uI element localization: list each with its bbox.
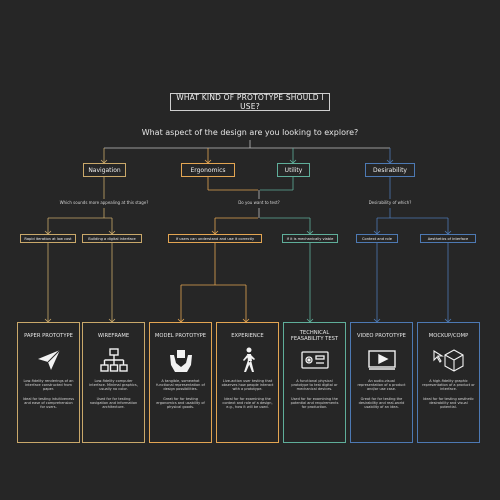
subquestion-test: Do you want to test? (238, 200, 280, 205)
card-title: WIREFRAME (97, 332, 130, 339)
card-mockup-comp: MOCKUP/COMP A high-fidelity graphic repr… (417, 322, 480, 443)
hands-box-icon (150, 345, 211, 375)
card-technical-feasability-test: TECHNICAL FEASABILITY TEST A functional … (283, 322, 346, 443)
card-paper-prototype: PAPER PROTOTYPE Low-fidelity renderings … (17, 322, 80, 443)
subquestion-desirability: Desirability of which? (368, 200, 412, 205)
card-usage: Used for for testing navigation and info… (89, 396, 138, 410)
card-description: A tangible, somewhat functional represen… (156, 379, 205, 392)
card-video-prototype: VIDEO PROTOTYPE An audio-visual represen… (350, 322, 413, 443)
subquestion-navigation: Which sounds more appealing at this stag… (59, 200, 149, 205)
card-usage: Used for for examining the potential and… (290, 396, 339, 410)
card-title: VIDEO PROTOTYPE (357, 332, 406, 339)
category-utility: Utility (277, 163, 310, 177)
video-play-icon (351, 345, 412, 375)
card-description: A high-fidelity graphic representation o… (422, 379, 475, 392)
card-usage: Great for for testing the desirability a… (358, 396, 405, 410)
option-digital-interface: Building a digital interface (82, 234, 142, 243)
option-rapid-iteration: Rapid iteration at low cost (20, 234, 76, 243)
option-understand-use: If users can understand and use it corre… (168, 234, 262, 243)
card-description: An audio-visual representation of a prod… (357, 379, 406, 392)
category-ergonomics: Ergonomics (181, 163, 235, 177)
card-title: MODEL PROTOTYPE (154, 332, 207, 339)
walking-person-icon (217, 345, 278, 375)
category-navigation: Navigation (83, 163, 126, 177)
card-usage: Ideal for testing intuitiveness and ease… (22, 396, 75, 410)
card-description: Low-fidelity renderings of an interface … (23, 379, 74, 392)
sitemap-icon (83, 345, 144, 375)
card-description: Low-fidelity computer interface. Minimal… (89, 379, 138, 392)
card-title: TECHNICAL FEASABILITY TEST (290, 329, 339, 343)
card-experience: EXPERIENCE Live-action user testing that… (216, 322, 279, 443)
card-model-prototype: MODEL PROTOTYPE A tangible, somewhat fun… (149, 322, 212, 443)
card-title: PAPER PROTOTYPE (24, 332, 73, 339)
card-usage: Great for for testing ergonomics and usa… (156, 396, 205, 410)
main-question: What aspect of the design are you lookin… (141, 128, 359, 137)
card-description: Live-action user testing that observes h… (221, 379, 274, 392)
card-wireframe: WIREFRAME Low-fidelity computer interfac… (82, 322, 145, 443)
option-context-role: Context and role (356, 234, 398, 243)
card-title: EXPERIENCE (231, 332, 264, 339)
card-usage: Ideal for for examining the context and … (222, 396, 273, 410)
card-description: A functional physical prototype to test … (291, 379, 338, 392)
circuit-board-icon (284, 345, 345, 375)
card-title: MOCKUP/COMP (428, 332, 469, 339)
paper-plane-icon (18, 345, 79, 375)
page-title: WHAT KIND OF PROTOTYPE SHOULD I USE? (170, 93, 330, 111)
category-desirability: Desirability (365, 163, 415, 177)
option-mechanically-viable: If it is mechanically viable (282, 234, 338, 243)
option-aesthetics: Aesthetics of interface (420, 234, 476, 243)
card-usage: Ideal for for testing aesthetic desirabi… (423, 396, 474, 410)
cube-cursor-icon (418, 345, 479, 375)
